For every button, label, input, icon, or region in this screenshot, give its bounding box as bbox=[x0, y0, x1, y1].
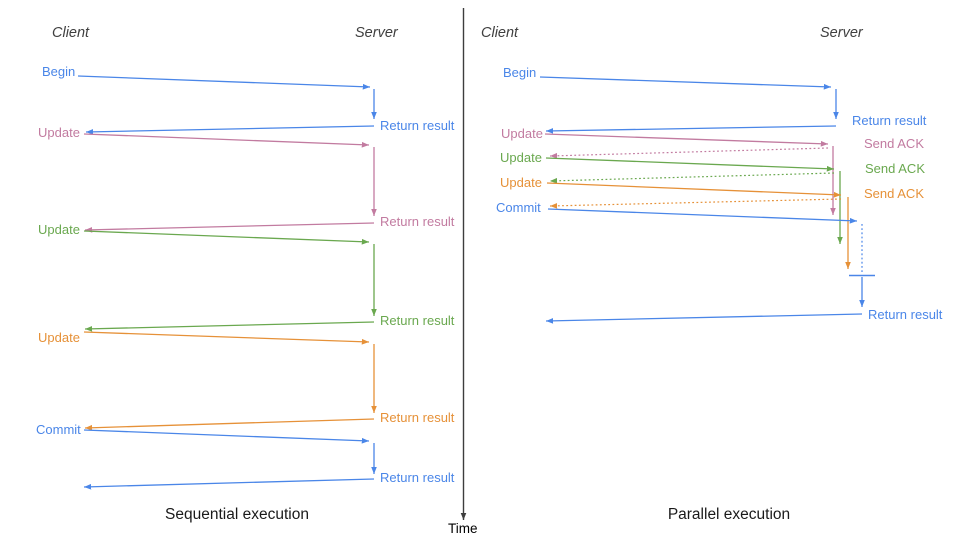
left-begin-return-label: Return result bbox=[380, 118, 455, 133]
left-update1-return-label: Return result bbox=[380, 214, 455, 229]
left-update1-response-line bbox=[84, 222, 375, 233]
right-begin-response-line bbox=[545, 125, 837, 134]
left-update1-label: Update bbox=[38, 125, 80, 140]
left-update2-response-line bbox=[84, 321, 375, 332]
right-server-heading: Server bbox=[820, 25, 864, 41]
right-update3-request-line bbox=[546, 182, 842, 198]
right-update1-ack-line bbox=[549, 147, 829, 159]
right-begin-return-label: Return result bbox=[852, 113, 927, 128]
right-commit-request-line bbox=[547, 208, 858, 224]
time-axis-label: Time bbox=[448, 521, 478, 536]
right-update2-request-line bbox=[545, 157, 835, 172]
left-begin-response-line bbox=[85, 125, 375, 135]
left-commit-return-label: Return result bbox=[380, 470, 455, 485]
right-begin-label: Begin bbox=[503, 65, 536, 80]
right-update2-ack-label: Send ACK bbox=[865, 161, 925, 176]
left-update2-return-label: Return result bbox=[380, 313, 455, 328]
left-client-heading: Client bbox=[52, 25, 90, 41]
right-update3-label: Update bbox=[500, 175, 542, 190]
left-commit-label: Commit bbox=[36, 422, 81, 437]
left-caption: Sequential execution bbox=[165, 506, 309, 523]
right-caption: Parallel execution bbox=[668, 506, 790, 523]
left-commit-request-line bbox=[83, 429, 370, 444]
right-begin-request-line bbox=[539, 76, 832, 90]
left-update2-request-line bbox=[83, 230, 370, 245]
right-update3-ack-label: Send ACK bbox=[864, 186, 924, 201]
left-begin-request-line bbox=[77, 75, 371, 90]
right-update2-ack-line bbox=[549, 172, 835, 184]
left-update1-request-line bbox=[83, 133, 370, 148]
right-commit-label: Commit bbox=[496, 200, 541, 215]
time-axis: Time bbox=[448, 8, 478, 536]
left-update3-label: Update bbox=[38, 330, 80, 345]
right-commit-return-label: Return result bbox=[868, 307, 943, 322]
right-update1-label: Update bbox=[501, 126, 543, 141]
right-update2-label: Update bbox=[500, 150, 542, 165]
left-update3-request-line bbox=[83, 331, 370, 345]
right-commit-response-line bbox=[545, 313, 863, 324]
left-update3-response-line bbox=[84, 418, 375, 431]
right-panel: Client Server Begin Return result Update… bbox=[481, 25, 943, 523]
left-panel: Client Server Begin Return result Update… bbox=[36, 25, 455, 523]
left-server-heading: Server bbox=[355, 25, 399, 41]
left-commit-response-line bbox=[83, 478, 375, 490]
left-begin-label: Begin bbox=[42, 64, 75, 79]
right-update1-ack-label: Send ACK bbox=[864, 136, 924, 151]
left-update3-return-label: Return result bbox=[380, 410, 455, 425]
left-update2-label: Update bbox=[38, 222, 80, 237]
right-update1-request-line bbox=[544, 133, 829, 147]
right-client-heading: Client bbox=[481, 25, 519, 41]
right-update3-ack-line bbox=[549, 198, 842, 209]
